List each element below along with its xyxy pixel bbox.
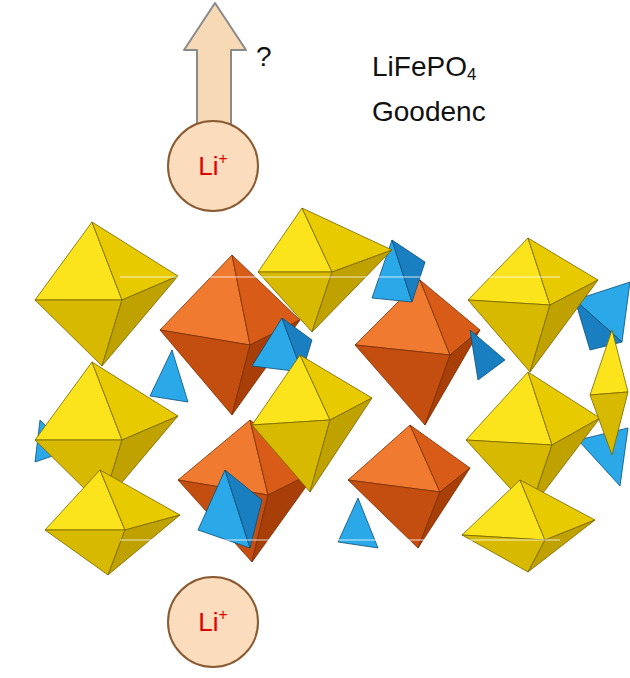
lio6-octahedra bbox=[35, 208, 628, 575]
caption-text: LiFePO4 bbox=[372, 50, 476, 84]
unit-cell-lines bbox=[120, 277, 560, 540]
ion-label: Li+ bbox=[198, 607, 227, 638]
lithium-ion-circle: Li+ bbox=[167, 120, 259, 212]
ion-label: Li+ bbox=[198, 151, 227, 182]
lithium-ion-circle: Li+ bbox=[167, 576, 259, 668]
feo6-octahedra bbox=[160, 255, 480, 562]
question-mark: ? bbox=[256, 40, 272, 74]
up-arrow bbox=[184, 3, 246, 128]
caption-text: Goodenc bbox=[372, 95, 486, 129]
